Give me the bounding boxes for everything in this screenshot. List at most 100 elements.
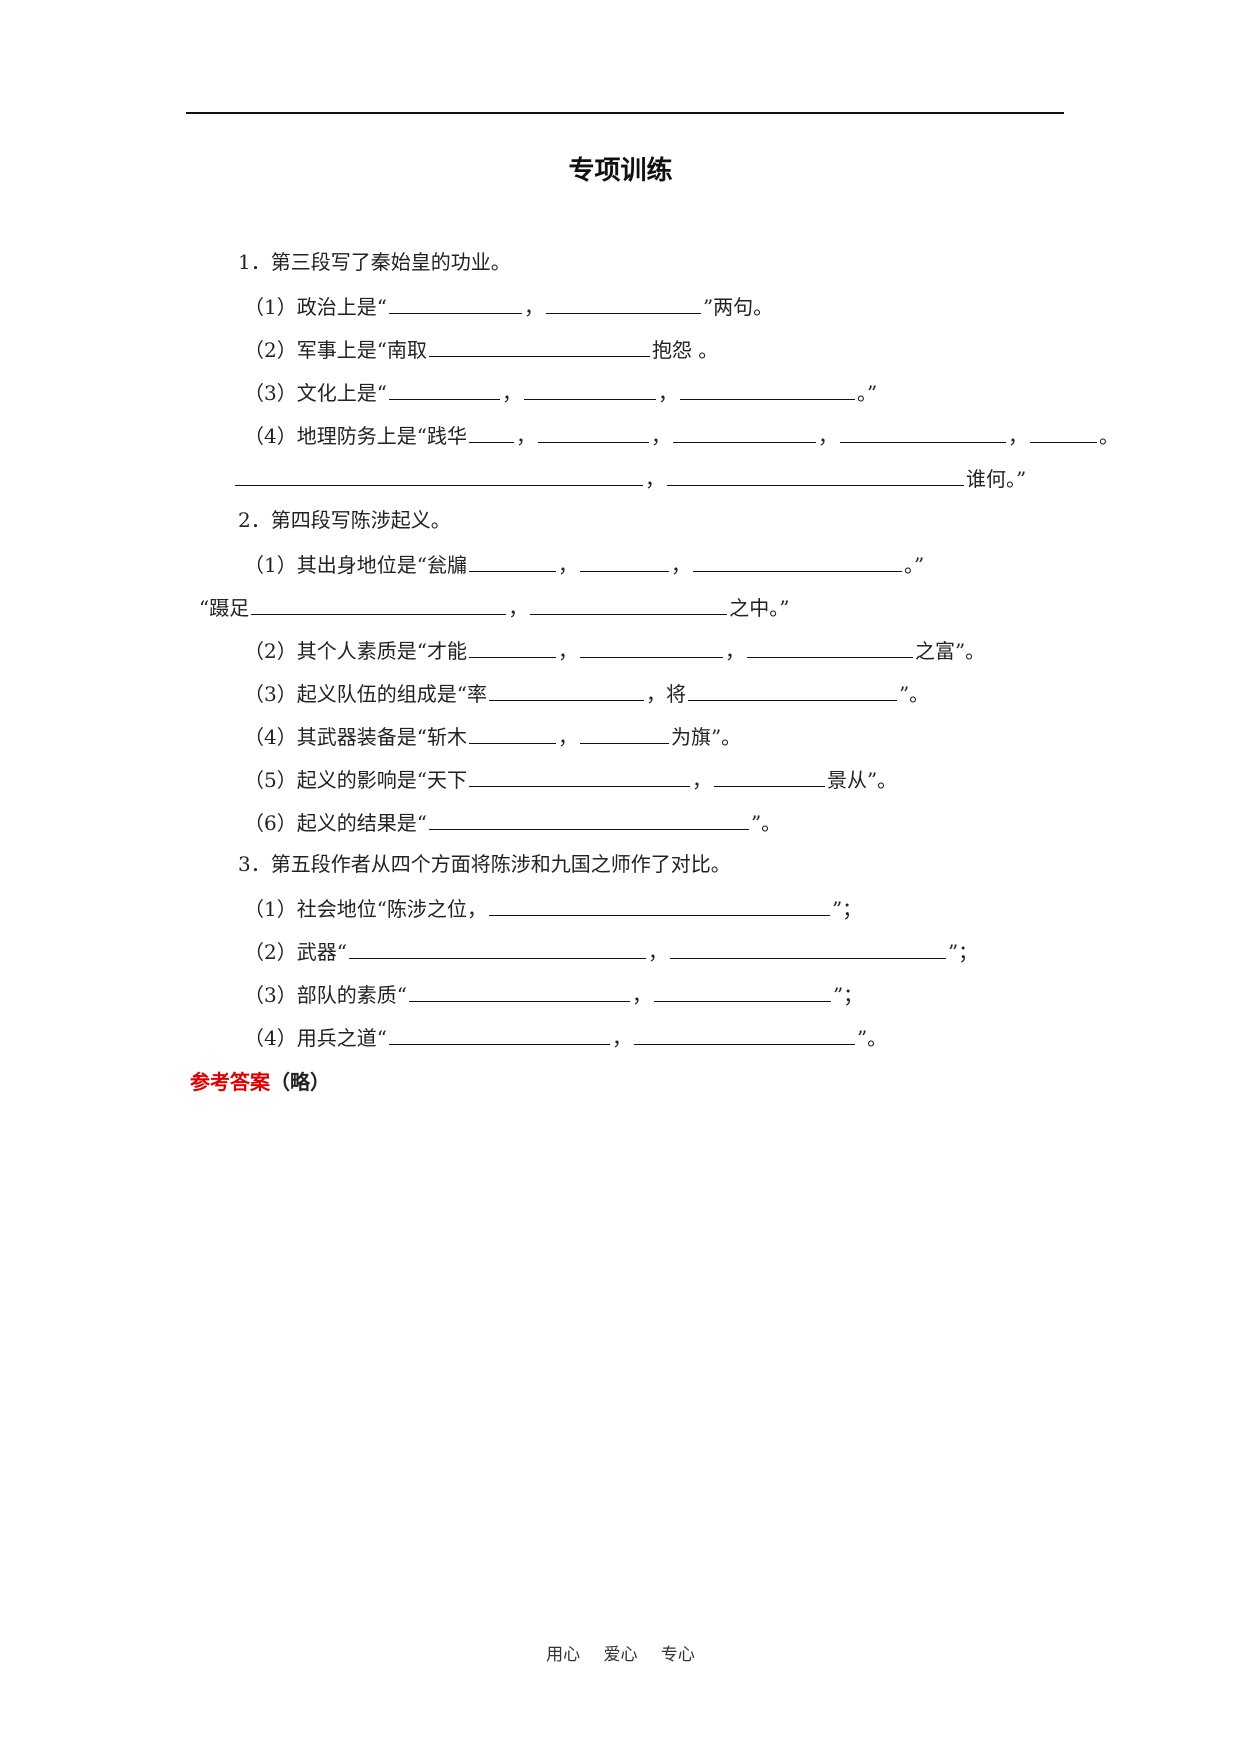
line-text: 。” [856,381,878,405]
fill-in-blank[interactable] [388,291,522,314]
fill-in-blank[interactable] [687,678,897,701]
line-text: “蹑足 [199,596,250,620]
fill-in-blank[interactable] [579,721,669,744]
line-text: （3）部队的素质“ [244,983,407,1007]
line-text: ， [670,553,691,577]
line-text: ， [508,596,529,620]
fill-in-blank[interactable] [488,893,830,916]
line-text: （2）其个人素质是“才能 [244,639,467,663]
line-q3-1: （1）社会地位“陈涉之位， ”； [244,893,862,923]
fill-in-blank[interactable] [251,592,507,615]
line-text: 。 [1098,424,1119,448]
fill-in-blank[interactable] [530,592,728,615]
fill-in-blank[interactable] [713,764,825,787]
fill-in-blank[interactable] [468,635,556,658]
fill-in-blank[interactable] [488,678,644,701]
fill-in-blank[interactable] [348,936,646,959]
line-text: ， [645,467,665,491]
line-q2-5: （5）起义的影响是“天下，景从”。 [244,764,897,794]
line-text: ， [817,424,838,448]
line-text: ，将 [645,682,686,706]
header-rule [186,112,1064,114]
line-text: 景从”。 [826,768,898,792]
line-text: ”； [947,940,979,964]
line-text: ， [647,940,668,964]
fill-in-blank[interactable] [468,549,556,572]
answer-section: 参考答案（略） [190,1066,330,1095]
line-text: ”。 [750,811,782,835]
fill-in-blank[interactable] [428,334,650,357]
line-text: 为旗”。 [670,725,742,749]
fill-in-blank[interactable] [579,549,669,572]
line-text: 3．第五段作者从四个方面将陈涉和九国之师作了对比。 [238,852,731,876]
line-text: 之中。” [729,596,790,620]
fill-in-blank[interactable] [468,721,556,744]
answer-note: （略） [270,1070,330,1094]
line-q1-1: （1）政治上是“，”两句。 [244,291,773,321]
fill-in-blank[interactable] [679,377,855,400]
fill-in-blank[interactable] [468,420,514,443]
line-text: （4）其武器装备是“斩木 [244,725,467,749]
line-q1-2: （2）军事上是“南取 抱怨 。 [244,334,718,364]
fill-in-blank[interactable] [746,635,913,658]
fill-in-blank[interactable] [653,979,831,1002]
fill-in-blank[interactable] [839,420,1006,443]
line-text: ， [557,553,578,577]
fill-in-blank[interactable] [523,377,656,400]
line-text: ， [611,1026,632,1050]
line-text: ， [650,424,671,448]
line-text: ， [523,295,544,319]
page-title: 专项训练 [568,156,673,186]
line-text: ， [1007,424,1028,448]
line-q1-4: （4）地理防务上是“践华，，，，。 [244,420,1119,450]
line-text: ”。 [856,1026,888,1050]
line-text: ， [557,725,578,749]
fill-in-blank[interactable] [537,420,649,443]
fill-in-blank[interactable] [672,420,816,443]
line-q2: 2．第四段写陈涉起义。 [238,506,451,534]
line-text: （2）武器“ [244,940,347,964]
fill-in-blank[interactable] [408,979,630,1002]
line-text: ， [631,983,652,1007]
line-q2-1: （1）其出身地位是“瓮牖，，。” [244,549,924,579]
line-text: （4）用兵之道“ [244,1026,387,1050]
fill-in-blank[interactable] [667,463,964,486]
line-text: （3）起义队伍的组成是“率 [244,682,487,706]
line-q3-3: （3）部队的素质“ ， ”； [244,979,863,1009]
line-text: ， [657,381,678,405]
line-text: 。” [903,553,925,577]
fill-in-blank[interactable] [468,764,690,787]
line-text: 2．第四段写陈涉起义。 [238,508,451,532]
line-text: ”。 [898,682,930,706]
line-text: （1）政治上是“ [244,295,387,319]
line-q3-4: （4）用兵之道“ ， ”。 [244,1022,887,1052]
answer-label: 参考答案 [190,1070,270,1094]
line-text: ， [515,424,536,448]
line-text: ， [691,768,712,792]
line-q2-3: （3）起义队伍的组成是“率 ，将 ”。 [244,678,929,708]
line-q1-4-cont: ， 谁何。” [233,463,1026,493]
fill-in-blank[interactable] [1029,420,1097,443]
line-text: ”； [832,983,864,1007]
line-q3-2: （2）武器“ ， ”； [244,936,978,966]
fill-in-blank[interactable] [545,291,701,314]
line-text: ”； [831,897,863,921]
page-footer: 用心 爱心 专心 [546,1645,695,1665]
line-q2-2: （2）其个人素质是“才能，，之富”。 [244,635,985,665]
line-q1: 1．第三段写了秦始皇的功业。 [238,248,511,276]
line-text: ， [557,639,578,663]
fill-in-blank[interactable] [388,377,500,400]
line-text: 谁何。” [966,467,1027,491]
fill-in-blank[interactable] [428,807,749,830]
line-text: （2）军事上是“南取 [244,338,427,362]
fill-in-blank[interactable] [692,549,902,572]
fill-in-blank[interactable] [235,463,643,486]
fill-in-blank[interactable] [579,635,723,658]
line-text: 抱怨 。 [651,338,719,362]
fill-in-blank[interactable] [388,1022,610,1045]
line-text: （1）社会地位“陈涉之位， [244,897,487,921]
fill-in-blank[interactable] [669,936,946,959]
line-q3: 3．第五段作者从四个方面将陈涉和九国之师作了对比。 [238,850,731,878]
fill-in-blank[interactable] [633,1022,855,1045]
line-q1-3: （3）文化上是“，，。” [244,377,877,407]
